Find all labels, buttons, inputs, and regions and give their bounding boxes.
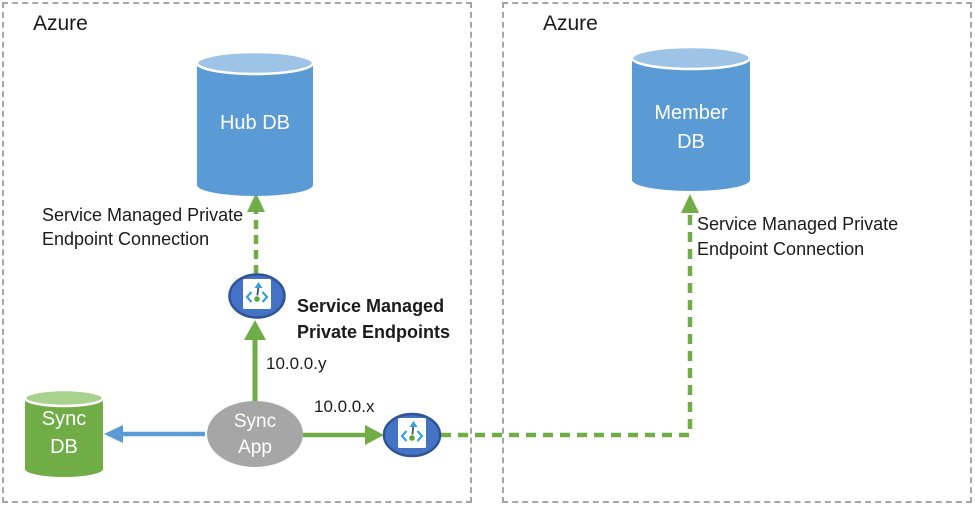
member-db-label: Member DB <box>654 102 728 153</box>
arrow-hub-endpoint-to-hubdb <box>247 193 265 274</box>
private-endpoint-hub <box>228 273 286 319</box>
azure-region-right-label: Azure <box>543 12 598 35</box>
private-endpoint-icon <box>243 279 271 309</box>
hub-db-label: Hub DB <box>219 112 291 134</box>
ip-address-x-label: 10.0.0.x <box>314 397 375 416</box>
azure-region-right-box <box>502 2 972 503</box>
ip-address-y-label: 10.0.0.y <box>266 354 327 373</box>
arrow-syncapp-to-syncdb <box>104 425 205 443</box>
member-db-cylinder <box>630 45 752 191</box>
service-managed-connection-label-left: Service Managed Private Endpoint Connect… <box>42 205 244 249</box>
azure-region-left-box <box>2 2 472 503</box>
private-endpoint-icon <box>398 418 426 448</box>
arrow-syncapp-to-hub-endpoint <box>244 320 266 403</box>
sync-app-ellipse <box>207 401 303 467</box>
sync-db-label: Sync DB <box>41 408 87 458</box>
arrow-member-endpoint-to-memberdb <box>441 194 699 438</box>
sync-app-label: Sync App <box>233 411 277 458</box>
hub-db-cylinder <box>195 50 315 196</box>
private-endpoint-member <box>382 412 442 458</box>
service-managed-private-endpoints-title: Service Managed Private Endpoints <box>297 296 451 342</box>
arrow-syncapp-to-member-endpoint <box>303 425 384 445</box>
azure-region-left-label: Azure <box>33 12 88 35</box>
sync-db-cylinder <box>23 388 105 477</box>
service-managed-connection-label-right: Service Managed Private Endpoint Connect… <box>697 214 899 259</box>
